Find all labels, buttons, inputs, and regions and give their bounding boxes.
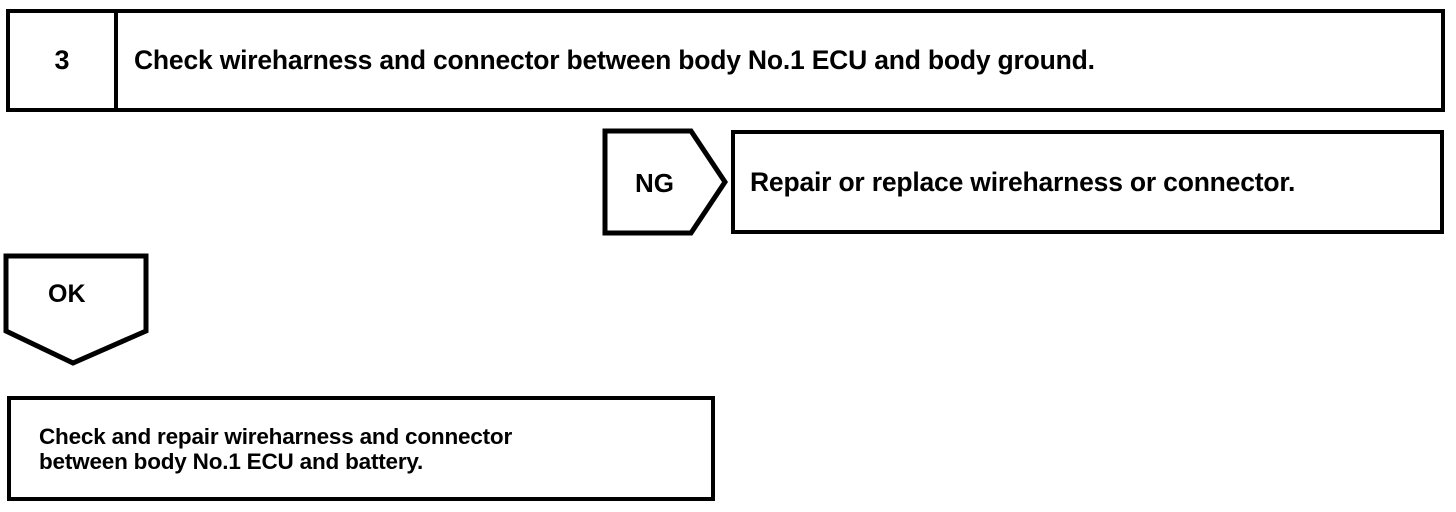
ok-branch-arrow-icon	[3, 253, 149, 367]
step-instruction-cell: Check wireharness and connector between …	[118, 13, 1441, 108]
ng-result-text: Repair or replace wireharness or connect…	[750, 166, 1296, 197]
step-number-cell: 3	[10, 13, 118, 108]
ng-branch-label: NG	[635, 168, 674, 198]
ng-result-box: Repair or replace wireharness or connect…	[731, 130, 1444, 234]
step-number: 3	[54, 45, 70, 75]
step-header-row: 3 Check wireharness and connector betwee…	[6, 9, 1445, 112]
ok-branch-label: OK	[48, 280, 86, 308]
ok-result-box: Check and repair wireharness and connect…	[7, 396, 715, 501]
ng-branch-arrow-icon	[602, 128, 728, 236]
ok-result-line-1: Check and repair wireharness and connect…	[39, 423, 513, 449]
step-instruction-text: Check wireharness and connector between …	[134, 44, 1095, 75]
ok-result-line-2: between body No.1 ECU and battery.	[39, 448, 424, 474]
